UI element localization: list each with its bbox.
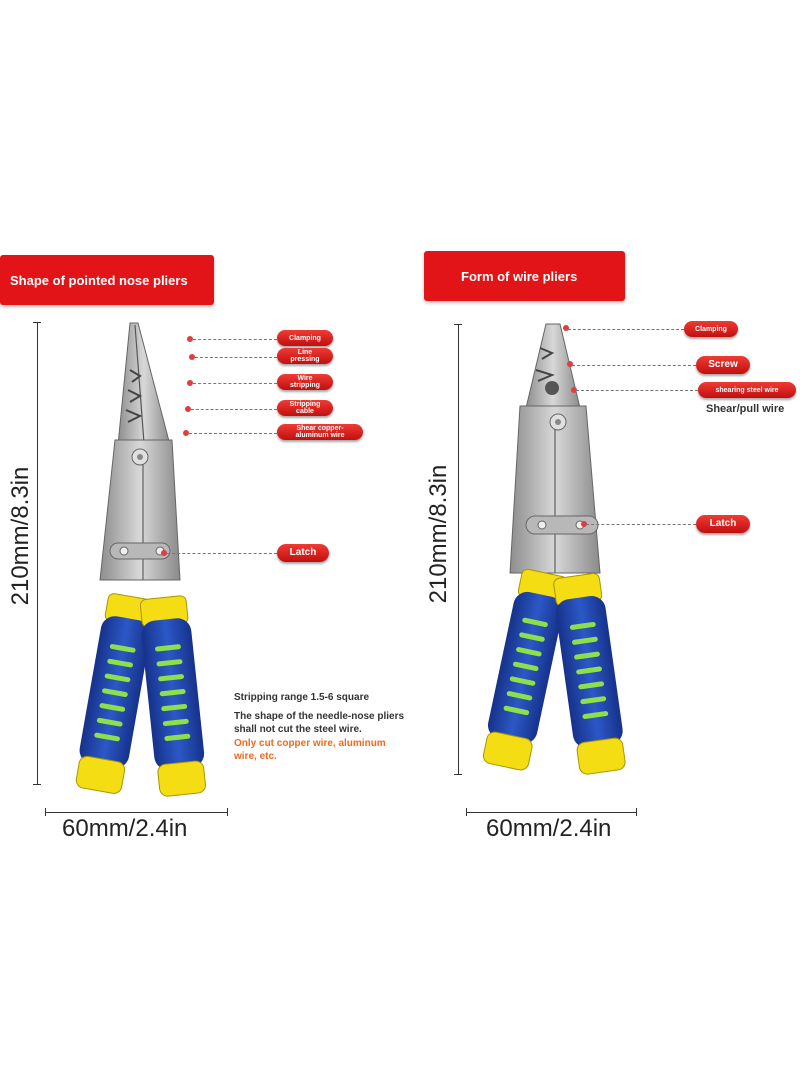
left-leader-clamping [193,339,277,340]
tag-shear-copper-label: Shear copper-aluminum wire [295,425,345,439]
left-banner: Shape of pointed nose pliers [0,255,214,305]
left-leader-line-pressing [195,357,277,358]
tag-line-pressing: Line pressing [277,348,333,364]
tag-stripping-cable-label: Stripping cable [289,401,321,415]
tag-screw-label: Screw [708,359,738,370]
left-leader-shear-copper [189,433,277,434]
left-width-dim-tick-left [45,808,46,816]
steel-wire-warning-line1: The shape of the needle-nose pliers [234,711,405,722]
shear-pull-wire-note: Shear/pull wire [706,403,785,415]
tag-stripping-cable: Stripping cable [277,400,333,416]
right-width-dim-tick-right [636,808,637,816]
left-width-dim-tick-right [227,808,228,816]
tag-clamping-right: Clamping [684,321,738,337]
right-leader-screw [572,365,696,366]
tag-shearing-steel-wire-label: shearing steel wire [715,386,779,394]
tag-shear-copper-aluminum: Shear copper-aluminum wire [277,424,363,440]
tag-latch-right: Latch [696,515,750,533]
right-height-dim-tick-top [454,324,462,325]
left-leader-latch [167,553,277,554]
right-width-dim-label: 60mm/2.4in [486,815,612,842]
copper-only-note-line2: wire, etc. [234,751,277,762]
left-height-dim-line [37,322,38,784]
copper-only-note-line1: Only cut copper wire, aluminum [234,738,386,749]
steel-wire-warning-line2: shall not cut the steel wire. [234,724,362,735]
left-height-dim-tick-top [33,322,41,323]
left-height-dim-label: 210mm/8.3in [7,466,34,606]
left-width-dim-label: 60mm/2.4in [62,815,188,842]
tag-line-pressing-label: Line pressing [290,349,320,363]
right-leader-shearing [576,390,698,391]
tag-wire-stripping-label: Wire stripping [290,375,320,389]
right-banner-title: Form of wire pliers [461,268,578,284]
wire-pliers-icon [482,323,626,775]
tag-screw: Screw [696,356,750,374]
tag-latch-left: Latch [277,544,329,562]
right-height-dim-label: 210mm/8.3in [425,464,452,604]
left-leader-wire-stripping [193,383,277,384]
tag-latch-right-label: Latch [709,518,737,529]
left-height-dim-tick-bottom [33,784,41,785]
tag-shearing-steel-wire: shearing steel wire [698,382,796,398]
tag-clamping-label: Clamping [289,334,321,342]
left-width-dim-line [45,812,227,813]
left-banner-title: Shape of pointed nose pliers [10,272,188,288]
right-width-dim-line [466,812,636,813]
right-height-dim-line [458,324,459,774]
pointed-nose-pliers-icon [75,322,206,797]
right-leader-clamping [568,329,684,330]
stripping-range-note: Stripping range 1.5-6 square [234,692,370,703]
tag-wire-stripping: Wire stripping [277,374,333,390]
tag-clamping: Clamping [277,330,333,346]
left-leader-stripping-cable [191,409,277,410]
tag-latch-left-label: Latch [289,547,317,558]
right-leader-latch [586,524,696,525]
right-height-dim-tick-bottom [454,774,462,775]
right-width-dim-tick-left [466,808,467,816]
right-banner: Form of wire pliers [424,251,625,301]
tag-clamping-right-label: Clamping [695,325,727,333]
